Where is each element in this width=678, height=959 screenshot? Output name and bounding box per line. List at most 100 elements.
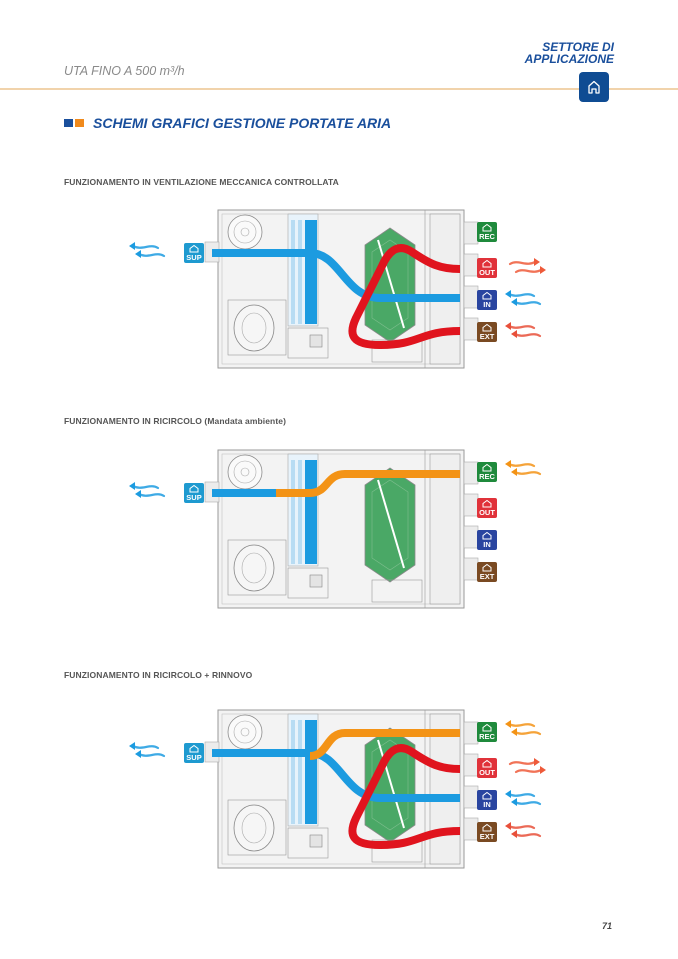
exhaust-airflow-path xyxy=(348,244,461,349)
badge-label: EXT xyxy=(480,572,495,581)
sector-label-line2: APPLICAZIONE xyxy=(524,52,614,66)
supply-air-arrows xyxy=(129,242,166,258)
badge-label: REC xyxy=(479,472,495,481)
badge-bg xyxy=(477,462,497,482)
arrowhead xyxy=(129,742,135,750)
filter-column xyxy=(291,460,295,564)
fan-housing xyxy=(227,214,263,250)
arrowhead xyxy=(505,290,511,298)
wave-line xyxy=(513,300,542,306)
port-spigot xyxy=(463,557,479,581)
filter-column xyxy=(291,220,295,324)
motor-frame xyxy=(227,539,287,596)
badge-label: OUT xyxy=(479,268,495,277)
arrowhead xyxy=(534,258,540,266)
page-number: 71 xyxy=(602,921,613,931)
damper-section xyxy=(429,453,461,605)
wave-line xyxy=(131,744,160,750)
heat-exchanger-divider xyxy=(377,739,405,829)
wave-line xyxy=(137,492,166,498)
arrowhead xyxy=(511,298,517,306)
port-spigot xyxy=(463,221,479,245)
port-spigot xyxy=(463,461,479,485)
fan-impeller xyxy=(233,460,257,484)
arrowhead xyxy=(135,490,141,498)
badge-label: IN xyxy=(483,300,491,309)
wave-line xyxy=(507,462,536,468)
supply-airflow-path xyxy=(212,249,460,302)
exhaust-airflow-path xyxy=(348,744,461,849)
heat-exchanger-divider xyxy=(377,479,405,569)
house-icon xyxy=(189,244,199,253)
port-spigot xyxy=(463,525,479,549)
motor-frame xyxy=(227,299,287,356)
section-title-text: SCHEMI GRAFICI GESTIONE PORTATE ARIA xyxy=(93,115,392,131)
badge-bg xyxy=(184,243,204,263)
house-icon xyxy=(482,323,492,332)
arrowhead xyxy=(135,250,141,258)
badge-label: REC xyxy=(479,732,495,741)
wave-line xyxy=(513,332,542,338)
valve-block xyxy=(287,327,329,359)
badge-bg xyxy=(477,530,497,550)
badge-label: EXT xyxy=(480,832,495,841)
arrowhead xyxy=(511,728,517,736)
house-icon xyxy=(189,484,199,493)
motor-frame xyxy=(227,799,287,856)
motor-inner xyxy=(241,312,267,344)
filter-column xyxy=(291,720,295,824)
fan-housing xyxy=(227,454,263,490)
ext-badge: EXT xyxy=(477,562,497,582)
extract-air-arrows xyxy=(505,322,542,338)
airflow-diagram-ventilation: SUP REC OUT IN EXT xyxy=(129,209,546,369)
arrowhead xyxy=(505,460,511,468)
fan-impeller xyxy=(233,720,257,744)
port-spigot xyxy=(463,753,479,777)
house-icon xyxy=(482,563,492,572)
out-badge: OUT xyxy=(477,498,497,518)
coil-column xyxy=(305,220,317,324)
arrowhead xyxy=(511,468,517,476)
wave-line xyxy=(137,752,166,758)
extract-air-arrows xyxy=(505,822,542,838)
heat-exchanger xyxy=(364,467,416,583)
in-badge: IN xyxy=(477,530,497,550)
wave-line xyxy=(507,792,536,798)
port-spigot xyxy=(463,721,479,745)
supply-air-arrows xyxy=(129,742,166,758)
house-icon xyxy=(482,759,492,768)
badge-bg xyxy=(477,822,497,842)
arrowhead xyxy=(511,330,517,338)
house-icon xyxy=(482,531,492,540)
diagram-caption: FUNZIONAMENTO IN RICIRCOLO + RINNOVO xyxy=(64,670,253,680)
port-spigot xyxy=(463,493,479,517)
rec-badge: REC xyxy=(477,222,497,242)
wave-line xyxy=(514,768,543,774)
ext-badge: EXT xyxy=(477,322,497,342)
arrowhead xyxy=(505,322,511,330)
port-spigot xyxy=(463,785,479,809)
wave-line xyxy=(508,760,537,766)
sup-badge: SUP xyxy=(184,243,204,263)
badge-bg xyxy=(477,222,497,242)
house-icon xyxy=(189,744,199,753)
diagram-caption: FUNZIONAMENTO IN RICIRCOLO (Mandata ambi… xyxy=(64,416,287,426)
motor-inner xyxy=(241,812,267,844)
badge-bg xyxy=(477,790,497,810)
diagram-caption: FUNZIONAMENTO IN VENTILAZIONE MECCANICA … xyxy=(64,177,339,187)
sector-label: SETTORE DI APPLICAZIONE xyxy=(525,41,614,65)
wave-line xyxy=(507,324,536,330)
exhaust-out-arrows xyxy=(508,758,546,774)
in-badge: IN xyxy=(477,790,497,810)
heat-exchanger-divider xyxy=(377,239,405,329)
sup-badge: SUP xyxy=(184,743,204,763)
drain-tray xyxy=(371,579,423,603)
badge-label: EXT xyxy=(480,332,495,341)
wave-line xyxy=(137,252,166,258)
arrowhead xyxy=(540,766,546,774)
valve-block xyxy=(287,567,329,599)
arrowhead xyxy=(505,720,511,728)
badge-label: OUT xyxy=(479,508,495,517)
recirculation-air-arrows xyxy=(505,460,542,476)
